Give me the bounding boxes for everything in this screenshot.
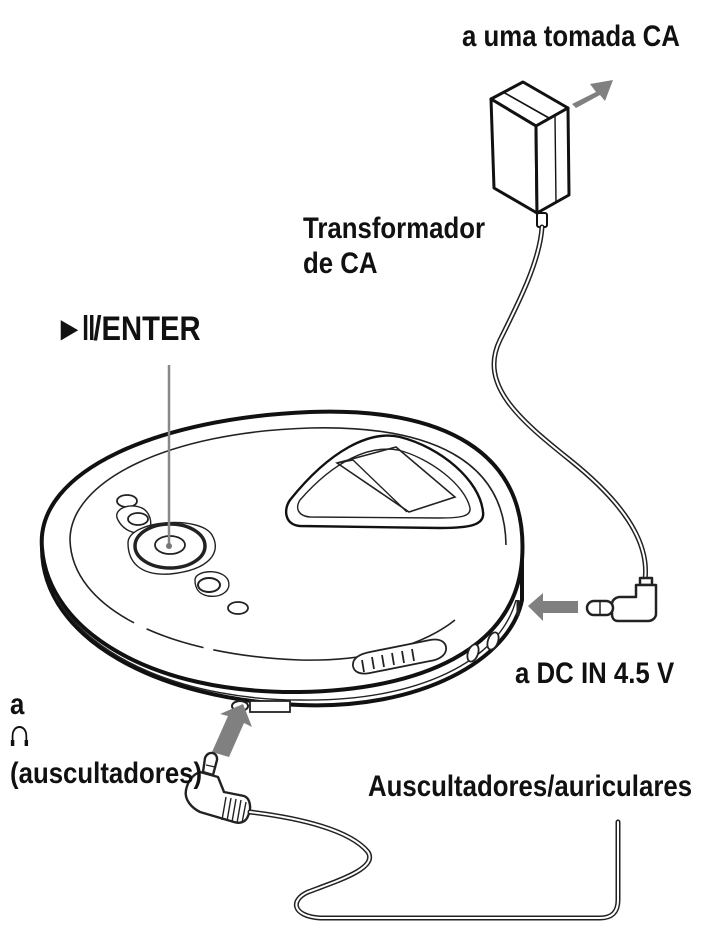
headphone-plug — [184, 751, 252, 824]
label-headphones-jack: a (auscultadores) — [10, 688, 202, 792]
label-ac-adaptor: Transformador de CA — [303, 212, 485, 281]
adaptor-cable — [491, 224, 649, 583]
dc-plug — [585, 576, 658, 623]
arrow-to-outlet-icon — [572, 80, 613, 108]
arrow-to-dcin-icon — [528, 593, 578, 621]
play-pause-icon: ►‖ — [55, 310, 96, 348]
control-buttons — [116, 494, 249, 615]
headphone-cable — [247, 809, 621, 921]
headphones-icon — [10, 725, 29, 746]
label-dc-in: a DC IN 4.5 V — [515, 657, 675, 690]
cd-player — [39, 409, 525, 713]
label-enter-text: /ENTER — [93, 310, 201, 348]
label-earphones: Auscultadores/auriculares — [368, 770, 693, 803]
label-ac-adaptor-line1: Transformador — [303, 212, 486, 245]
label-headphones-jack-line2: (auscultadores) — [10, 757, 203, 790]
label-headphones-jack-line1: a — [10, 688, 202, 757]
label-to-ac-outlet: a uma tomada CA — [462, 20, 680, 53]
label-ac-adaptor-line2: de CA — [303, 246, 378, 280]
arrow-to-phones-jack-icon — [212, 704, 252, 757]
label-headphones-prefix: a — [10, 688, 25, 721]
hold-switch — [352, 638, 447, 675]
ac-adaptor — [489, 80, 571, 215]
display-window — [284, 434, 485, 530]
label-play-pause-enter: ►‖/ENTER — [55, 310, 201, 349]
